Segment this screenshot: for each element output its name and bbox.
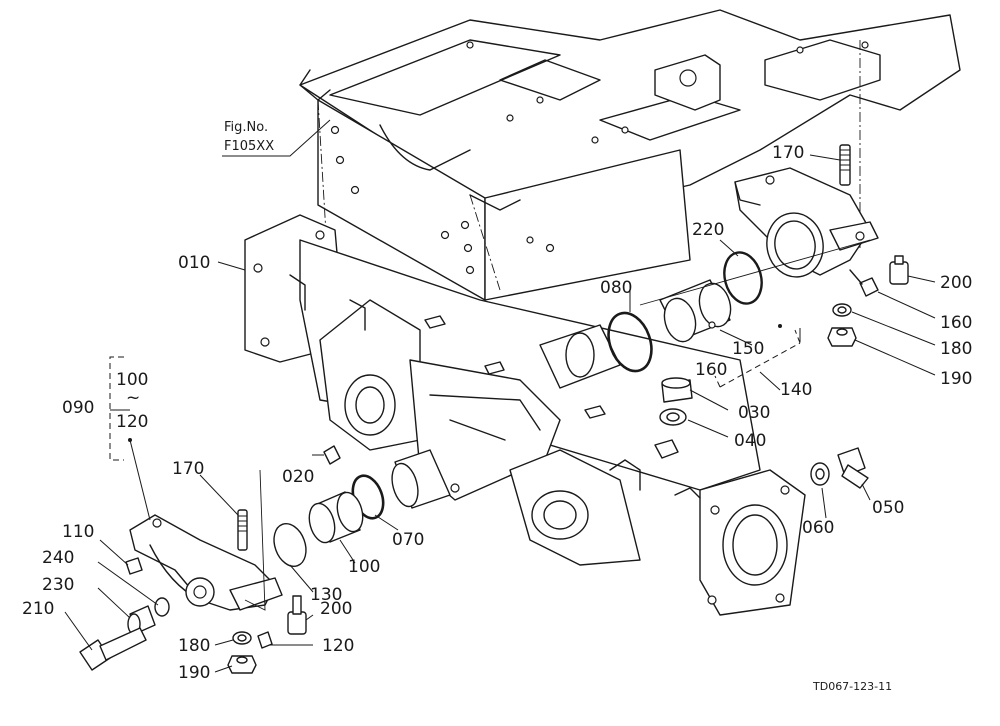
plug-030 [661,377,693,403]
callout-labels: 010 020 030 040 050 060 070 080 090 100 … [22,143,972,683]
callout-220: 220 [692,220,724,240]
callout-120: 120 [322,636,354,656]
callout-210: 210 [22,599,54,619]
bushing-150 [659,279,732,343]
ring-220 [723,251,763,305]
o-ring-080 [607,311,653,373]
washer-040 [659,408,687,426]
callout-170-left: 170 [172,459,204,479]
washer-180-right [832,303,852,317]
nut-190-left [227,655,257,674]
stud-170-right [839,144,851,186]
figure-ref-line2: F105XX [224,139,274,154]
washer-240 [154,597,170,617]
callout-160-group: 160 [695,360,727,380]
drawing-code: TD067-123-11 [812,680,892,693]
grease-fitting-110 [125,557,143,575]
bracket-120-left [129,514,283,611]
bushing-100 [308,491,364,544]
callout-140: 140 [780,380,812,400]
figure-ref-line1: Fig.No. [224,120,268,135]
bolt-050 [837,447,869,489]
callout-070: 070 [392,530,424,550]
stud-170-left [237,509,248,551]
callout-180-left: 180 [178,636,210,656]
dot-marker-right [778,324,782,328]
grease-fitting-020 [323,445,341,465]
callout-010: 010 [178,253,210,273]
callout-200-right: 200 [940,273,972,293]
callout-090: 090 [62,398,94,418]
callout-120-range: 120 [116,412,148,432]
callout-150: 150 [732,339,764,359]
pivot-shaft-left [391,449,451,509]
callout-240: 240 [42,548,74,568]
callout-130: 130 [310,585,342,605]
callout-200-left: 200 [320,599,352,619]
bolt-210 [79,627,147,671]
callout-180-right: 180 [940,339,972,359]
dot-marker-left [128,438,132,442]
washer-060 [810,462,830,486]
front-axle-housing [244,214,806,616]
callout-110: 110 [62,522,94,542]
bolt-200-right [889,255,909,285]
callout-080: 080 [600,278,632,298]
callout-020: 020 [282,467,314,487]
ring-130 [273,522,307,568]
washer-180-left [232,631,252,645]
callout-230: 230 [42,575,74,595]
callout-100: 100 [348,557,380,577]
callout-040: 040 [734,431,766,451]
callout-190-left: 190 [178,663,210,683]
callout-060: 060 [802,518,834,538]
leader-lines [64,154,936,673]
callout-030: 030 [738,403,770,423]
callout-160: 160 [940,313,972,333]
bracket-160-right [734,167,879,278]
callout-100-range: 100 [116,370,148,390]
grease-fitting-160 [849,269,879,297]
callout-170-top: 170 [772,143,804,163]
callout-050: 050 [872,498,904,518]
pivot-shaft-right [539,324,621,389]
tractor-frame [299,9,961,301]
callout-190-right: 190 [940,369,972,389]
grease-fitting-120 [257,631,273,649]
bolt-200-left [287,595,307,635]
figure-reference: Fig.No. F105XX [222,119,331,157]
nut-190-right [827,327,857,347]
range-tilde: ~ [126,388,140,408]
